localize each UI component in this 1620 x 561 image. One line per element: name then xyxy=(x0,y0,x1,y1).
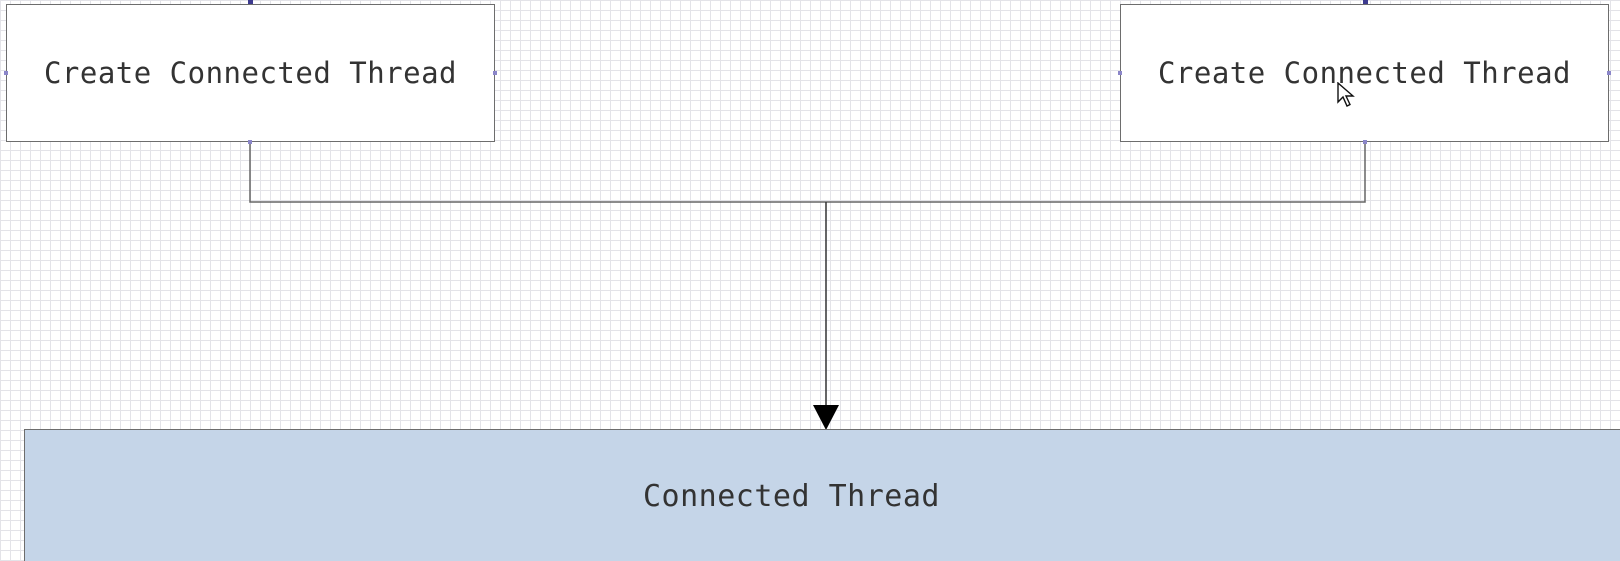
node-label: Connected Thread xyxy=(643,479,940,514)
connection-point xyxy=(1118,71,1122,75)
connection-point xyxy=(1363,140,1367,144)
node-label: Create Connected Thread xyxy=(1157,56,1572,90)
connector-left[interactable] xyxy=(249,142,826,203)
connection-point xyxy=(493,71,497,75)
node-label: Create Connected Thread xyxy=(43,56,458,90)
connection-point xyxy=(1607,71,1611,75)
create-connected-thread-box-right[interactable]: Create Connected Thread xyxy=(1120,4,1609,142)
create-connected-thread-box-left[interactable]: Create Connected Thread xyxy=(6,4,495,142)
connected-thread-box[interactable]: Connected Thread xyxy=(24,429,1620,561)
top-connection-tab-right xyxy=(1363,0,1368,6)
connection-point xyxy=(4,71,8,75)
arrowhead xyxy=(813,405,839,430)
mouse-pointer-icon xyxy=(1337,82,1355,107)
connector-right[interactable] xyxy=(826,142,1366,203)
top-connection-tab-left xyxy=(248,0,253,6)
connection-point xyxy=(248,140,252,144)
